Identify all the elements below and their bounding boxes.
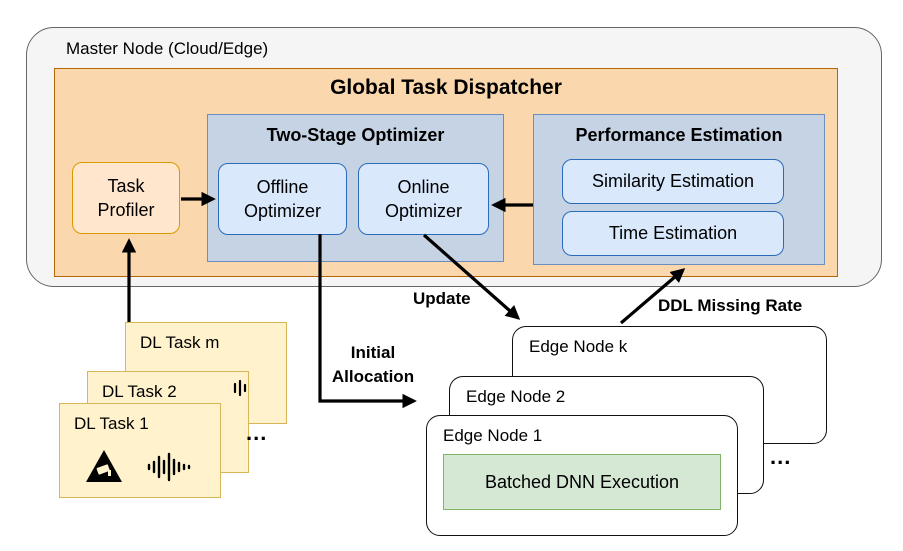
online-optimizer-line2: Optimizer xyxy=(384,201,462,221)
edge-node-k-label: Edge Node k xyxy=(529,337,628,356)
offline-optimizer-line2: Optimizer xyxy=(243,201,321,221)
update-label: Update xyxy=(413,289,471,308)
initial-allocation-line1: Initial xyxy=(350,343,396,362)
dl-task-2-label: DL Task 2 xyxy=(102,382,177,401)
task-profiler-line2: Profiler xyxy=(97,200,155,220)
dl-task-1: DL Task 1 xyxy=(59,403,221,498)
master-node-label: Master Node (Cloud/Edge) xyxy=(66,39,269,58)
dl-task-ellipsis: ... xyxy=(246,420,268,445)
sound-wave-icon xyxy=(147,452,191,482)
dl-task-1-label: DL Task 1 xyxy=(74,414,149,433)
ddl-missing-rate-label: DDL Missing Rate xyxy=(658,296,803,315)
initial-allocation-line2: Allocation xyxy=(331,367,415,386)
arrow-initial-allocation xyxy=(318,234,417,409)
arrow-ddl-missing-rate xyxy=(619,268,686,325)
dl-task-m-label: DL Task m xyxy=(140,333,220,352)
offline-optimizer-line1: Offline xyxy=(256,177,309,197)
similarity-estimation: Similarity Estimation xyxy=(562,159,784,204)
two-stage-optimizer-title: Two-Stage Optimizer xyxy=(266,125,445,145)
online-optimizer: Online Optimizer xyxy=(358,163,489,235)
arrow-update xyxy=(422,233,521,320)
task-profiler: Task Profiler xyxy=(72,162,180,234)
edge-node-2-label: Edge Node 2 xyxy=(466,387,566,406)
batched-dnn-execution: Batched DNN Execution xyxy=(443,454,721,510)
camera-warning-icon xyxy=(86,450,122,482)
dispatcher-title: Global Task Dispatcher xyxy=(330,76,562,99)
task-profiler-line1: Task xyxy=(107,176,145,196)
offline-optimizer: Offline Optimizer xyxy=(218,163,347,235)
initial-allocation-label: Initial Allocation xyxy=(318,341,428,389)
performance-estimation-title: Performance Estimation xyxy=(575,125,783,145)
edge-node-ellipsis: ... xyxy=(770,444,792,469)
sound-wave-icon xyxy=(233,379,247,397)
edge-node-1-label: Edge Node 1 xyxy=(443,426,543,445)
time-estimation: Time Estimation xyxy=(562,211,784,256)
online-optimizer-line1: Online xyxy=(397,177,450,197)
